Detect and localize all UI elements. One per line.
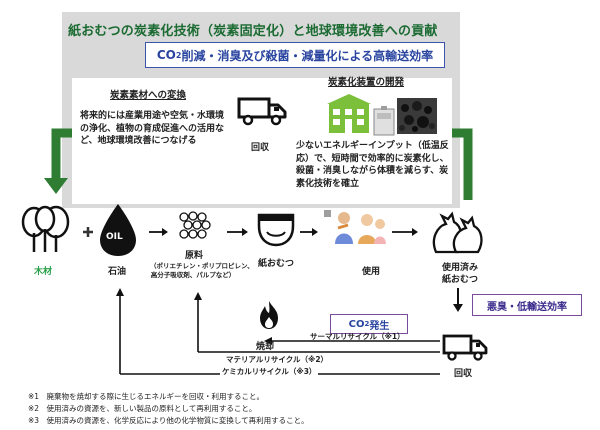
carbonizer-description: 少ないエネルギーインプット（低温反応）で、短時間で効率的に炭素化し、殺菌・消臭し…: [296, 141, 449, 189]
co2-gen-subscript: 2: [364, 320, 370, 328]
oil-drop-icon: [100, 204, 136, 256]
truck-icon: [237, 97, 287, 126]
carbon-material-heading: 炭素素材への変換: [110, 90, 187, 101]
plus-icon: [83, 227, 93, 237]
building-icon: [327, 94, 371, 133]
page-title: 紙おむつの炭素化技術（炭素固定化）と地球環境改善への貢献: [68, 24, 438, 39]
used-diaper-label: 使用済み 紙おむつ: [442, 262, 478, 286]
use-label: 使用: [362, 267, 381, 277]
carbonizer-heading: 炭素化装置の開発: [328, 77, 405, 88]
tree-icon: [21, 205, 70, 252]
oil-label: 石油: [108, 267, 127, 277]
collection-truck-icon: [442, 334, 488, 361]
footnote-1: ※1 廃棄物を焼却する際に生じるエネルギーを回収・利用すること。: [28, 392, 265, 401]
garbage-bags-icon: [432, 211, 483, 254]
used-diaper-label-line1: 使用済み: [442, 263, 479, 273]
carbon-material-description: 将来的には産業用途や空気・水環境の浄化、植物の育成促進への活用など、地球環境改善…: [80, 111, 225, 146]
footnote-2: ※2 使用済みの資源を、新しい製品の原料として再利用すること。: [28, 404, 257, 413]
thermal-recycle-label: サーマルリサイクル（※1）: [310, 332, 405, 341]
collection-label: 回収: [454, 369, 473, 379]
co2-gen-prefix: CO: [348, 318, 365, 330]
raw-material-label: 原料: [185, 251, 204, 261]
material-recycle-label: マテリアルリサイクル（※2）: [226, 355, 329, 364]
footnote-3: ※3 使用済みの資源を、化学反応により他の化学物質に変換して再利用すること。: [28, 416, 309, 425]
chemical-recycle-label: ケミカルリサイクル（※3）: [220, 366, 319, 377]
banner-text: 削減・消臭及び殺菌・減量化による高輸送効率: [181, 48, 434, 63]
burn-label: 焼却: [256, 342, 275, 352]
used-diaper-label-line2: 紙おむつ: [442, 275, 479, 285]
raw-material-detail-line1: （ポリエチレン・ポリプロピレン、: [150, 262, 254, 270]
truck-collect-label: 回収: [251, 143, 270, 153]
diaper-label: 紙おむつ: [258, 259, 295, 269]
banner-co2-prefix: CO: [156, 48, 176, 62]
carbon-material-icon: [397, 98, 437, 134]
oil-icon-text: OIL: [106, 232, 123, 242]
co2-gen-suffix: 発生: [369, 320, 390, 332]
caregiving-icon: [324, 210, 386, 244]
raw-material-detail: （ポリエチレン・ポリプロピレン、 高分子吸収剤、パルプなど）: [150, 262, 254, 279]
fire-icon: [260, 301, 278, 329]
banner-co2-subscript: 2: [175, 50, 182, 60]
diaper-icon: [257, 213, 295, 247]
pellets-icon: [179, 211, 211, 239]
odor-transport-box: 悪臭・低輸送効率: [472, 294, 582, 316]
raw-material-detail-line2: 高分子吸収剤、パルプなど）: [150, 270, 236, 279]
carbonizer-machine-icon: [373, 106, 395, 136]
wood-label: 木材: [34, 267, 53, 277]
